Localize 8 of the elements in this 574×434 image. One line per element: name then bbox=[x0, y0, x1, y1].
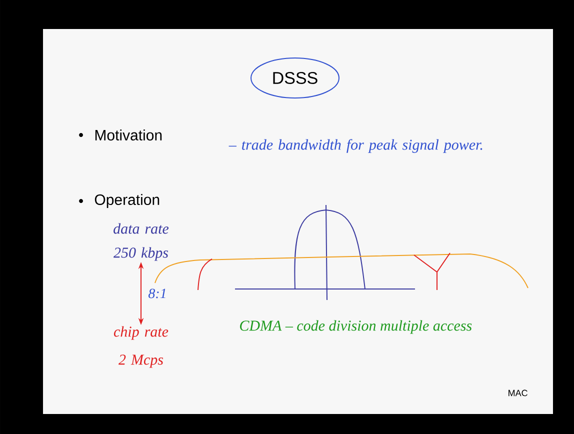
handwritten-note: CDMA – code division multiple access bbox=[240, 320, 472, 334]
bullet-text: Motivation bbox=[95, 130, 162, 140]
handwritten-text: chip rate 2 Mcps bbox=[114, 326, 168, 368]
handwritten-note: – trade bandwidth for peak signal power. bbox=[228, 139, 482, 153]
bullet-text: Operation bbox=[94, 194, 160, 208]
footer-text: MAC bbox=[508, 390, 528, 396]
handwritten-text: data rate 250 kbps bbox=[114, 223, 169, 261]
edge-label: 8:1 bbox=[147, 288, 168, 300]
